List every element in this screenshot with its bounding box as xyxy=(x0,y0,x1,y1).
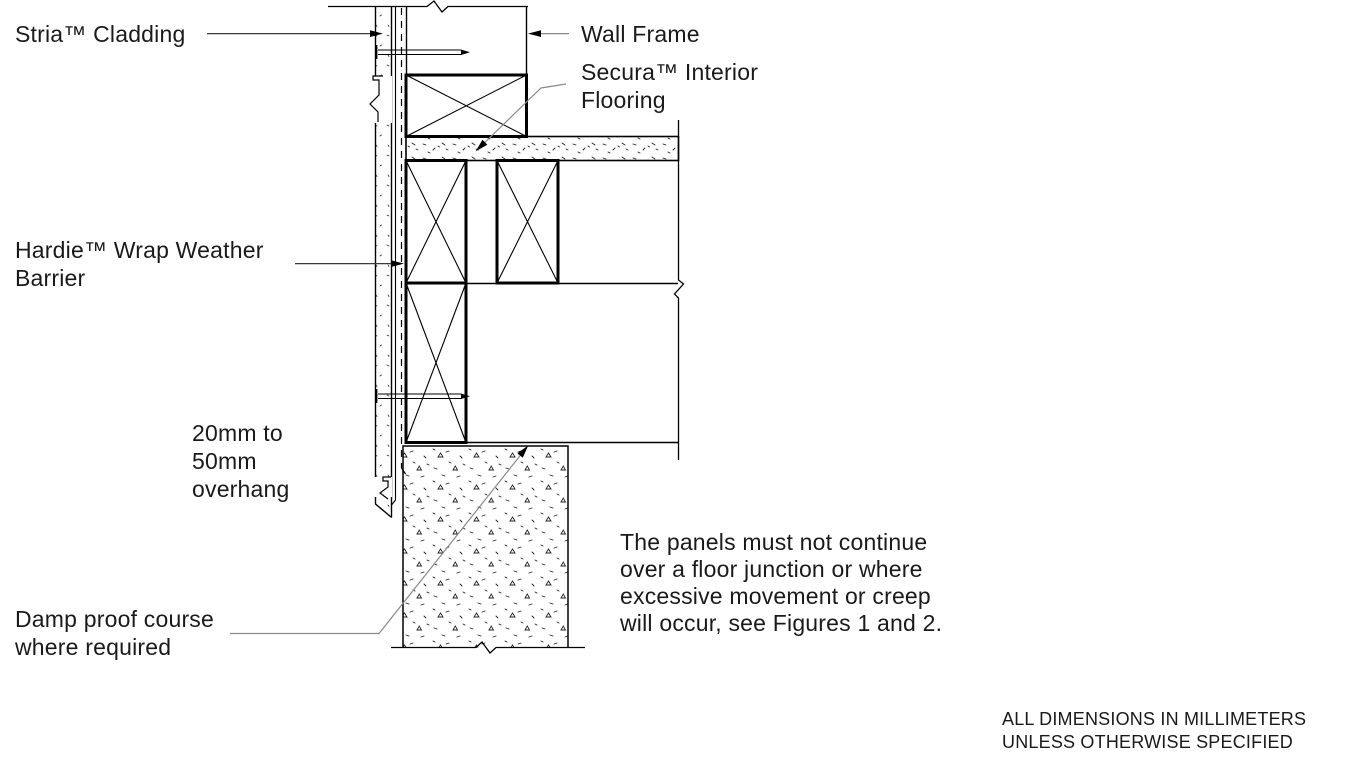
cladding-joint-profile-lower xyxy=(374,476,392,500)
damp-proof-leader xyxy=(230,445,529,635)
wall-frame-lines xyxy=(405,6,528,75)
note-panels-line3: excessive movement or creep xyxy=(620,583,931,609)
note-panels: The panels must not continue over a floo… xyxy=(620,529,942,637)
label-overhang: 20mm to 50mm overhang xyxy=(192,419,290,503)
label-hardie-wrap-line2: Barrier xyxy=(15,265,86,291)
damp-proof-arrowhead xyxy=(517,445,529,458)
weather-barrier-dashed-line xyxy=(400,8,406,475)
slab-bottom-break-line xyxy=(391,641,585,654)
note-dimensions-line2: UNLESS OTHERWISE SPECIFIED xyxy=(1002,731,1293,752)
label-hardie-wrap: Hardie™ Wrap Weather Barrier xyxy=(15,236,264,292)
note-panels-line4: will occur, see Figures 1 and 2. xyxy=(620,610,943,636)
label-wall-frame-text: Wall Frame xyxy=(581,21,700,47)
label-wall-frame: Wall Frame xyxy=(581,20,700,48)
right-break-line xyxy=(673,120,685,460)
hardie-leader xyxy=(295,260,404,267)
secura-leader xyxy=(475,83,567,152)
secura-arrowhead xyxy=(475,139,488,152)
label-hardie-wrap-line1: Hardie™ Wrap Weather xyxy=(15,237,264,263)
cladding-fastener-top xyxy=(375,45,470,59)
hardie-arrowhead xyxy=(391,260,404,267)
label-secura-flooring: Secura™ Interior Flooring xyxy=(581,58,758,114)
note-panels-line1: The panels must not continue xyxy=(620,529,928,555)
label-stria-cladding: Stria™ Cladding xyxy=(15,20,185,48)
stria-arrowhead xyxy=(370,30,383,37)
cladding-joint-profile-upper xyxy=(369,75,392,123)
stria-leader xyxy=(207,30,383,37)
top-break-line xyxy=(328,0,528,13)
label-overhang-line2: 50mm xyxy=(192,448,257,474)
wall-bottom-plate xyxy=(404,73,528,138)
cavity-line xyxy=(391,6,397,506)
label-overhang-line3: overhang xyxy=(192,476,290,502)
wall-frame-leader xyxy=(528,30,569,37)
label-overhang-line1: 20mm to xyxy=(192,420,283,446)
wall-frame-arrowhead xyxy=(528,30,541,37)
label-damp-proof-line2: where required xyxy=(15,634,172,660)
secura-flooring-layer xyxy=(405,135,680,162)
label-damp-proof-course: Damp proof course where required xyxy=(15,605,214,661)
label-damp-proof-line1: Damp proof course xyxy=(15,606,214,632)
cladding-fastener-bottom xyxy=(375,389,470,403)
stria-cladding-board xyxy=(369,6,393,519)
label-secura-flooring-line1: Secura™ Interior xyxy=(581,59,759,85)
label-secura-flooring-line2: Flooring xyxy=(581,87,666,113)
floor-framing-members xyxy=(404,159,678,444)
note-dimensions: ALL DIMENSIONS IN MILLIMETERS UNLESS OTH… xyxy=(1002,708,1306,753)
note-dimensions-line1: ALL DIMENSIONS IN MILLIMETERS xyxy=(1002,709,1307,729)
concrete-slab xyxy=(391,445,585,654)
note-panels-line2: over a floor junction or where xyxy=(620,556,923,582)
label-stria-cladding-text: Stria™ Cladding xyxy=(15,21,186,47)
